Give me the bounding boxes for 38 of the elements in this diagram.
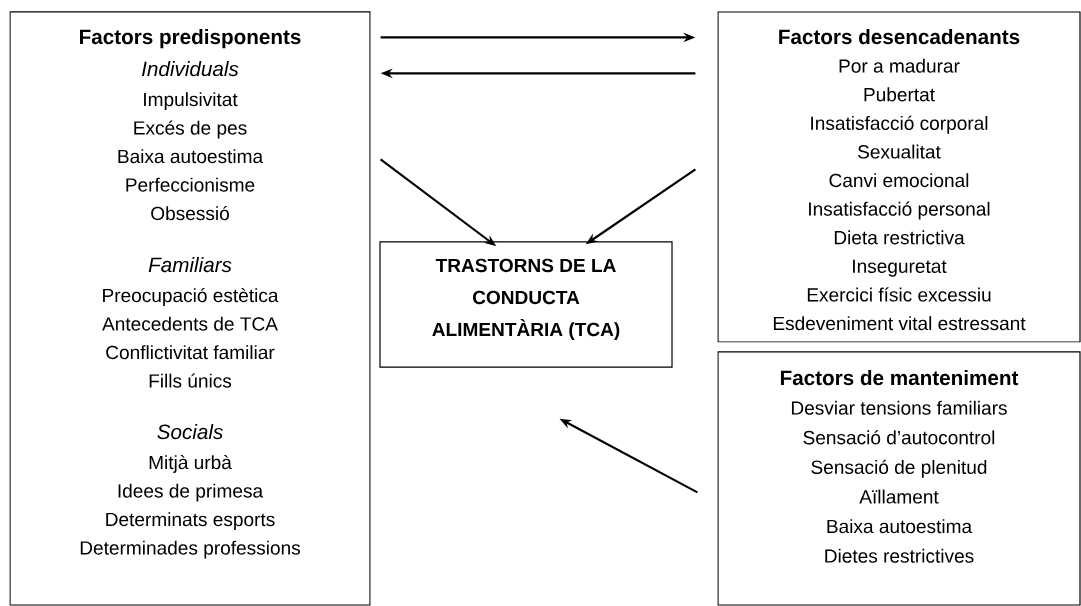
list-item: Impulsivitat [144, 92, 238, 110]
list-item: Conflictivitat familiar [106, 345, 275, 360]
list-item: Perfeccionisme [126, 177, 255, 192]
subheading: Socials [157, 424, 223, 440]
title-text: TRASTORNS DE LA [435, 258, 616, 273]
list-item: Dieta restrictiva [834, 230, 965, 245]
list-item: Baixa autoestima [118, 149, 264, 164]
list-item: Sensació d’autocontrol [803, 430, 995, 445]
box-heading: Factors de manteniment [780, 370, 1019, 386]
list-item: Obsessió [151, 205, 229, 221]
box-heading: Factors predisponents [80, 29, 301, 49]
box-heading: Factors desencadenants [779, 29, 1020, 45]
subheading: Individuals [142, 61, 239, 77]
list-item: Excés de pes [134, 120, 247, 139]
list-item: Inseguretat [853, 259, 947, 277]
list-item: Sexualitat [858, 144, 941, 159]
list-item: Idees de primesa [118, 483, 264, 502]
list-item: Mitjà urbà [149, 454, 232, 473]
list-item: Insatisfacció corporal [811, 115, 988, 134]
list-item: Preocupació estètica [103, 287, 279, 306]
list-item: Sensació de plenitud [811, 459, 987, 478]
list-item: Esdeveniment vital estressant [773, 316, 1026, 331]
list-item: Por a madurar [839, 58, 960, 73]
title-text: CONDUCTA [472, 290, 580, 305]
list-item: Fills únics [149, 373, 232, 388]
title-text: ALIMENTÀRIA (TCA) [432, 319, 620, 340]
list-item: Aïllament [859, 489, 939, 504]
list-item: Exercici físic excessiu [807, 287, 991, 302]
list-item: Baixa autoestima [827, 519, 973, 534]
list-item: Antecedents de TCA [102, 316, 278, 331]
list-item: Pubertat [864, 87, 935, 102]
subheading: Familiars [148, 257, 232, 273]
list-item: Determinats esports [106, 512, 275, 530]
list-item: Desviar tensions familiars [791, 400, 1007, 415]
list-item: Determinades professions [80, 540, 300, 559]
list-item: Insatisfacció personal [809, 201, 990, 220]
list-item: Canvi emocional [829, 173, 969, 188]
list-item: Dietes restrictives [825, 548, 974, 563]
